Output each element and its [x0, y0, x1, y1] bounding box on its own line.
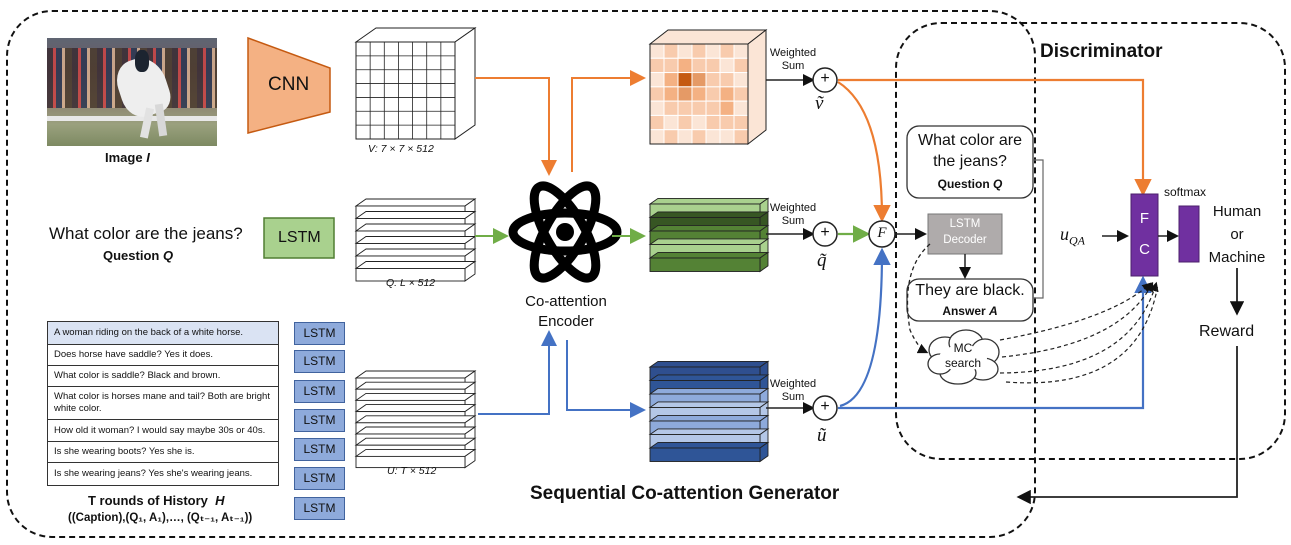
weighted-sum-v-2: Sum	[781, 60, 805, 72]
arrow-v-to-fc	[838, 78, 1152, 197]
q-tilde: q̃	[817, 250, 827, 271]
disc-question-text-1: What color are	[917, 132, 1023, 149]
decoder-label-1: LSTM	[949, 218, 981, 230]
discriminator-region	[895, 22, 1286, 460]
question-lstm-label: LSTM	[278, 229, 321, 246]
question-lstm-block	[263, 217, 335, 259]
history-row: Does horse have saddle? Yes it does.	[48, 345, 278, 366]
question-input-text: What color are the jeans?	[49, 224, 243, 243]
attended-visual-map	[648, 28, 768, 146]
sum-node-q	[812, 221, 838, 247]
fc-label-1: F	[1139, 210, 1150, 227]
arrow-u-to-fusion	[839, 247, 891, 408]
fc-label-2: C	[1139, 241, 1150, 258]
encoder-label-2: Encoder	[538, 313, 594, 330]
atom-icon	[508, 181, 622, 283]
u-tilde: ũ	[817, 425, 827, 446]
arrow-u-to-fc	[838, 275, 1152, 410]
attended-question-stack	[648, 197, 770, 273]
disc-question-text-2: the jeans?	[933, 153, 1007, 170]
attended-history-stack	[648, 360, 770, 463]
history-lstm: LSTM	[294, 497, 345, 520]
reward-feedback-arrow	[1016, 346, 1238, 505]
decoder-label-2: Decoder	[943, 234, 987, 246]
generator-title: Sequential Co-attention Generator	[530, 483, 840, 504]
history-row: What color is saddle? Black and brown.	[48, 366, 278, 387]
question-input-caption: Question Q	[103, 248, 174, 263]
q-shape-label: Q: L × 512	[386, 277, 436, 289]
sum-node-v	[812, 67, 838, 93]
history-caption: T rounds of History H	[88, 493, 225, 508]
arrow-encoder-to-vmap	[571, 70, 646, 172]
generator-region	[6, 10, 1036, 538]
mc-label-1: MC	[953, 341, 973, 355]
u-feature-tensor	[354, 370, 477, 469]
history-row: What color is horses mane and tail? Both…	[48, 387, 278, 420]
weighted-sum-q-1: Weighted	[769, 202, 817, 214]
history-table: A woman riding on the back of a white ho…	[47, 321, 279, 486]
weighted-sum-u-1: Weighted	[769, 378, 817, 390]
weighted-sum-u-2: Sum	[781, 391, 805, 403]
disc-question-box	[906, 125, 1034, 199]
reward-label: Reward	[1199, 323, 1255, 340]
disc-answer-caption: Answer A	[942, 304, 998, 318]
disc-answer-box	[906, 278, 1034, 322]
image-caption: Image I	[105, 150, 150, 165]
plus-u: +	[820, 398, 830, 415]
history-row: Is she wearing boots? Yes she is.	[48, 442, 278, 463]
disc-question-caption: Question Q	[937, 177, 1003, 191]
fc-block	[1130, 193, 1159, 277]
output-label-1: Human	[1212, 203, 1262, 220]
softmax-block	[1178, 205, 1200, 263]
history-formula: ((Caption),(Q₁, A₁),…, (Qₜ₋₁, Aₜ₋₁))	[68, 512, 253, 524]
fusion-node	[868, 220, 896, 248]
v-feature-tensor	[354, 27, 477, 140]
sum-node-u	[812, 395, 838, 421]
history-row: How old it woman? I would say maybe 30s …	[48, 420, 278, 442]
arrow-encoder-to-ustack	[566, 340, 646, 418]
lstm-decoder-block	[927, 213, 1003, 255]
v-tilde: ṽ	[815, 93, 824, 114]
weighted-sum-q-2: Sum	[781, 215, 805, 227]
uqa-label: uQA	[1060, 224, 1085, 248]
history-lstm: LSTM	[294, 409, 345, 432]
v-shape-label: V: 7 × 7 × 512	[368, 143, 434, 155]
history-row: Is she wearing jeans? Yes she's wearing …	[54, 468, 253, 480]
discriminator-title: Discriminator	[1040, 41, 1163, 62]
arrow-v-to-encoder	[475, 77, 557, 176]
mc-label-2: search	[944, 356, 982, 370]
u-shape-label: U: T × 512	[387, 465, 437, 477]
output-label-3: Machine	[1208, 249, 1266, 266]
q-feature-tensor	[354, 198, 477, 282]
plus-q: +	[820, 224, 830, 241]
cnn-block	[247, 36, 331, 134]
input-image	[47, 38, 217, 146]
output-label-2: or	[1230, 226, 1244, 243]
plus-v: +	[820, 70, 830, 87]
mc-search-cloud	[927, 329, 1000, 385]
weighted-sum-v-1: Weighted	[769, 47, 817, 59]
encoder-label-1: Co-attention	[525, 293, 607, 310]
softmax-label: softmax	[1164, 185, 1207, 199]
history-lstm: LSTM	[294, 322, 345, 345]
history-lstm: LSTM	[294, 438, 345, 461]
arrow-v-to-fusion	[837, 81, 891, 223]
history-row: A woman riding on the back of a white ho…	[48, 322, 278, 345]
history-lstm: LSTM	[294, 350, 345, 373]
history-lstm: LSTM	[294, 380, 345, 403]
arrow-u-to-encoder	[478, 330, 557, 415]
cnn-label: CNN	[268, 74, 310, 95]
history-lstm: LSTM	[294, 467, 345, 490]
disc-answer-text: They are black.	[915, 282, 1025, 299]
fusion-label: F	[877, 225, 887, 241]
